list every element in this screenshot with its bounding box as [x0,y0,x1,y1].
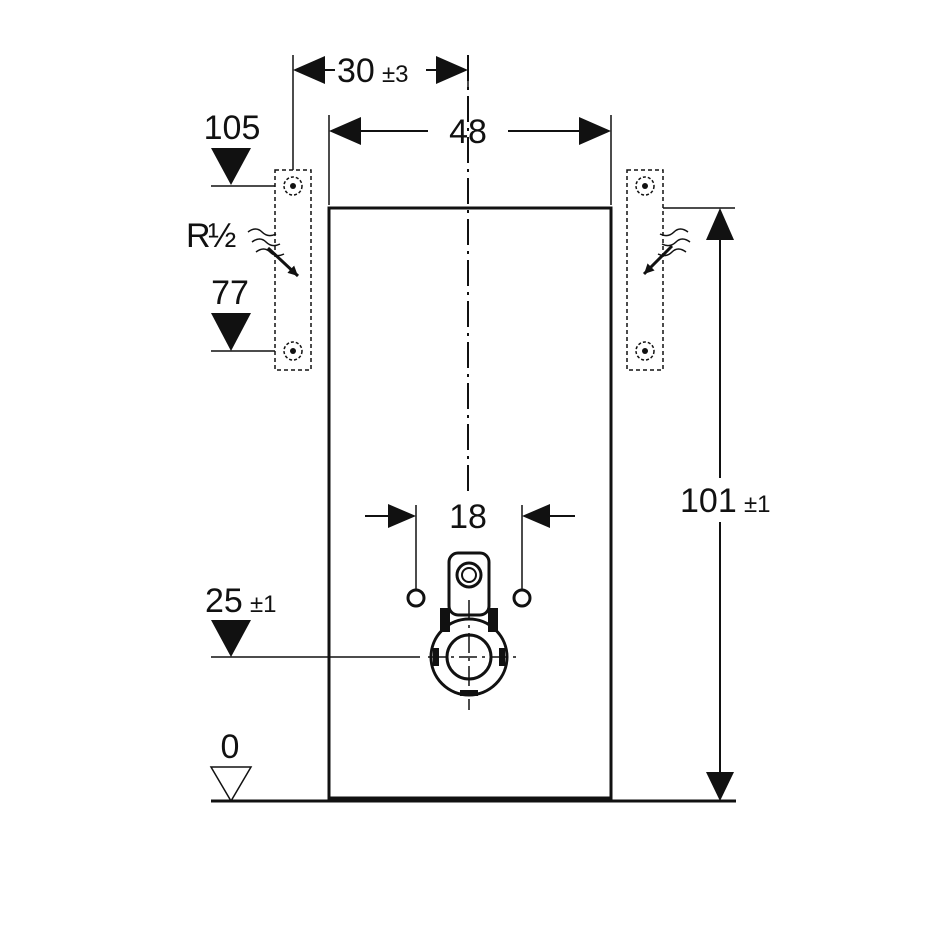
level-lower-value: 77 [211,274,249,312]
right-water-flow-icon [642,228,691,276]
height-tolerance: ±1 [744,491,771,518]
top-offset-tolerance: ±3 [382,61,409,88]
dimension-top-offset: 30 ±3 [292,52,469,175]
width-value: 48 [449,113,487,151]
connection-size: ½ [208,217,236,255]
dimension-bracket-spacing: 18 [365,498,575,590]
left-water-flow-icon [247,228,300,278]
level-marker-upper: 105 [204,109,290,187]
level-upper-value: 105 [204,109,261,147]
panel-body [327,206,613,800]
level-marker-outlet: 25 ±1 [205,582,520,658]
connection-label: R [186,217,211,255]
bracket-spacing-value: 18 [449,498,487,536]
level-outlet-value: 25 [205,582,243,620]
dimension-height: 101 ±1 [663,207,771,801]
level-marker-floor: 0 [209,728,736,803]
height-value: 101 [680,482,737,520]
level-floor-value: 0 [221,728,240,766]
level-outlet-tolerance: ±1 [250,591,277,618]
dimension-width: 48 [328,113,612,205]
top-offset-value: 30 [337,52,375,90]
right-bracket [626,169,664,371]
water-inlet-label: R ½ [186,217,236,255]
